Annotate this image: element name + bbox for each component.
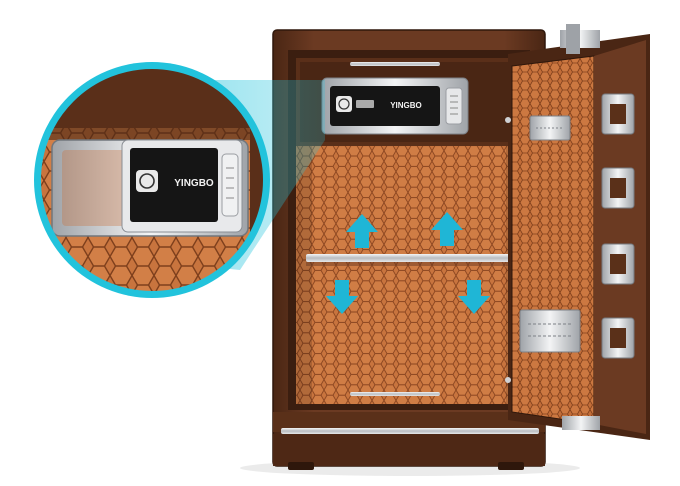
control-panel: YINGBO (321, 77, 469, 135)
arrow-down-icon (326, 280, 358, 314)
safe-door (505, 24, 650, 440)
locking-bolts (601, 93, 635, 359)
arrow-up-icon (346, 214, 378, 248)
arrow-up-icon (431, 212, 463, 246)
brand-label: YINGBO (390, 101, 422, 110)
airflow-arrows (326, 212, 490, 314)
magnified-brand-label: YINGBO (174, 178, 214, 189)
fingerprint-icon (139, 173, 155, 189)
fingerprint-icon (338, 98, 350, 110)
arrow-down-icon (458, 280, 490, 314)
